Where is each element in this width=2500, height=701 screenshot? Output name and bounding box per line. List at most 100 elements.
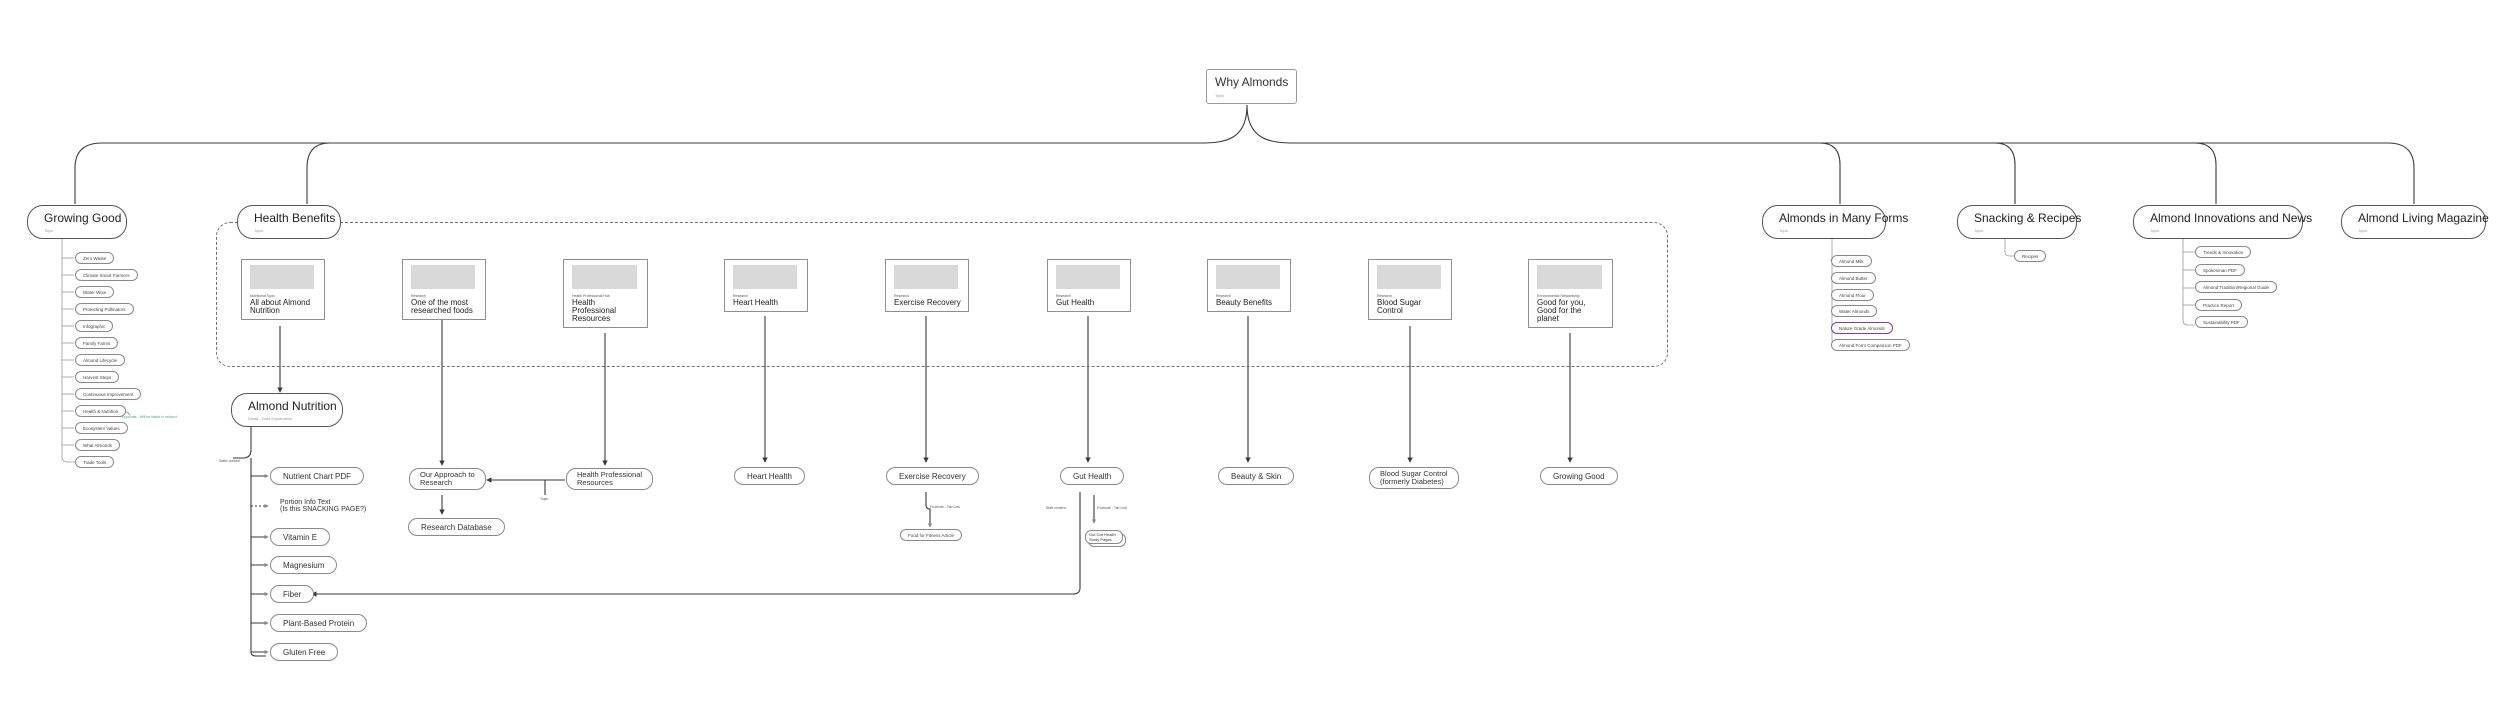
nutrition-item[interactable]: Vitamin E: [270, 528, 331, 546]
growing-good-item[interactable]: Ecosystem Values: [75, 422, 128, 434]
image-placeholder: [1377, 265, 1441, 289]
innovations-item[interactable]: Practice Report: [2195, 298, 2243, 311]
node-beauty-skin[interactable]: Beauty & Skin: [1218, 467, 1295, 485]
growing-good-item[interactable]: Continuous Improvement: [75, 388, 142, 400]
card-title: Exercise Recovery: [894, 298, 961, 307]
almond-nutrition-node[interactable]: Almond Nutrition Detail - Data Explanati…: [231, 393, 343, 427]
section-title: Almond Living Magazine: [2358, 211, 2489, 225]
node-label: Our Approach to Research: [420, 470, 475, 487]
growing-good-item[interactable]: Family Farms: [75, 337, 119, 349]
card-title: Heart Health: [733, 298, 778, 307]
nutrition-item[interactable]: Gluten Free: [270, 643, 339, 661]
card-kicker: Research: [1377, 294, 1392, 298]
card-kicker: Nutritional Topic: [250, 294, 275, 298]
node-label: Heart Health: [747, 472, 792, 481]
growing-good-item[interactable]: Health & Nutrition: [75, 405, 127, 417]
section-subtitle: Topic: [2150, 228, 2160, 233]
card-title: Good for you, Good for the planet: [1537, 298, 1586, 323]
node-label: Food for Fitness Article: [908, 533, 955, 538]
many-forms-item[interactable]: Almond Form Comparison PDF: [1831, 339, 1910, 351]
many-forms-item[interactable]: Water Almonds: [1831, 305, 1878, 318]
almond-nutrition-title: Almond Nutrition: [248, 399, 337, 413]
card-kicker: Research: [894, 294, 909, 298]
image-placeholder: [1056, 265, 1120, 289]
card-kicker: Environmental Stewardship: [1537, 294, 1580, 298]
many-forms-item[interactable]: Almond Flour: [1831, 288, 1874, 301]
node-growing-good-bottom[interactable]: Growing Good: [1540, 467, 1618, 485]
section-subtitle: Topic: [1779, 228, 1789, 233]
image-placeholder: [250, 265, 314, 289]
section-snacking-recipes[interactable]: Snacking & Recipes Topic: [1957, 205, 2081, 239]
image-placeholder: [1216, 265, 1280, 289]
node-research-database[interactable]: Research Database: [408, 518, 505, 536]
growing-good-item[interactable]: Protecting Pollinators: [75, 303, 134, 315]
portion-info-text: Portion Info Text (Is this SNACKING PAGE…: [280, 499, 367, 513]
many-forms-item[interactable]: Nature Grade Almonds: [1831, 322, 1893, 335]
growing-good-item[interactable]: Climate Smart Farmers: [75, 269, 138, 281]
many-forms-item[interactable]: Almond Milk: [1831, 255, 1872, 267]
card-kicker: Research: [1216, 294, 1231, 298]
section-subtitle: Topic: [254, 228, 264, 233]
card-title: All about Almond Nutrition: [250, 298, 311, 315]
node-label: Growing Good: [1553, 472, 1605, 481]
nutrition-item[interactable]: Fiber: [270, 585, 315, 603]
section-innovations-news[interactable]: Almond Innovations and News Topic: [2133, 205, 2312, 239]
innovations-item[interactable]: Spokesman PDF: [2195, 263, 2246, 276]
card-title: One of the most researched foods: [411, 298, 473, 315]
hp-note: Topic: [540, 497, 549, 501]
section-many-forms[interactable]: Almonds in Many Forms Topic: [1762, 205, 1908, 239]
section-subtitle: Topic: [2358, 228, 2368, 233]
section-living-magazine[interactable]: Almond Living Magazine Topic: [2341, 205, 2489, 239]
growing-good-item[interactable]: Zero Waste: [75, 252, 115, 264]
node-blood-sugar[interactable]: Blood Sugar Control (formerly Diabetes): [1369, 467, 1459, 489]
node-label: Research Database: [421, 523, 492, 532]
node-heart-health[interactable]: Heart Health: [734, 467, 805, 485]
section-title: Growing Good: [44, 211, 122, 225]
gut-note-left: Staff content: [1046, 506, 1066, 510]
gut-note-right: Footnote - Tab Link: [1097, 506, 1127, 510]
node-hp-resources[interactable]: Health Professional Resources: [566, 468, 654, 490]
growing-good-item[interactable]: What Almonds: [75, 439, 121, 451]
section-health-benefits[interactable]: Health Benefits Topic: [237, 205, 341, 239]
node-exercise-recovery[interactable]: Exercise Recovery: [886, 467, 979, 485]
growing-good-item[interactable]: Harvest Steps: [75, 371, 120, 383]
nutrition-item[interactable]: Plant-Based Protein: [270, 614, 368, 632]
gut-study-stack[interactable]: Gut Gut Health Study Pages: [1085, 530, 1126, 547]
node-our-approach[interactable]: Our Approach to Research: [409, 468, 486, 490]
many-forms-item[interactable]: Almond Butter: [1831, 271, 1876, 284]
root-node-why-almonds[interactable]: Why Almonds Topic: [1206, 69, 1298, 104]
card-title: Blood Sugar Control: [1377, 298, 1422, 315]
static-content-note: Static content: [219, 459, 241, 463]
image-placeholder: [1537, 265, 1602, 289]
card-kicker: Research: [733, 294, 748, 298]
card-title: Beauty Benefits: [1216, 298, 1273, 307]
section-growing-good[interactable]: Growing Good Topic: [27, 205, 127, 239]
duplicate-note: Duplicate - Will be linked to redirect: [122, 415, 177, 419]
growing-good-item[interactable]: Almond Lifecycle: [75, 354, 126, 366]
card-kicker: Health Professional Hub: [572, 294, 610, 298]
innovations-item[interactable]: Sustainability PDF: [2195, 316, 2248, 329]
growing-good-item[interactable]: Water Wise: [75, 286, 115, 298]
nutrition-item[interactable]: Magnesium: [270, 556, 338, 574]
snacking-item[interactable]: Recipes: [2014, 250, 2047, 262]
image-placeholder: [411, 265, 475, 289]
node-gut-health[interactable]: Gut Health: [1060, 467, 1125, 485]
growing-good-item[interactable]: Trade Tools: [75, 456, 115, 468]
nutrition-item[interactable]: Nutrient Chart PDF: [270, 467, 365, 485]
root-title: Why Almonds: [1215, 75, 1289, 89]
node-food-fitness[interactable]: Food for Fitness Article: [900, 529, 963, 541]
innovations-item[interactable]: Trends & Innovation: [2195, 246, 2252, 258]
innovations-item[interactable]: Almond Tradition/Regional Guide: [2195, 281, 2278, 294]
growing-good-item[interactable]: Infographic: [75, 320, 114, 332]
